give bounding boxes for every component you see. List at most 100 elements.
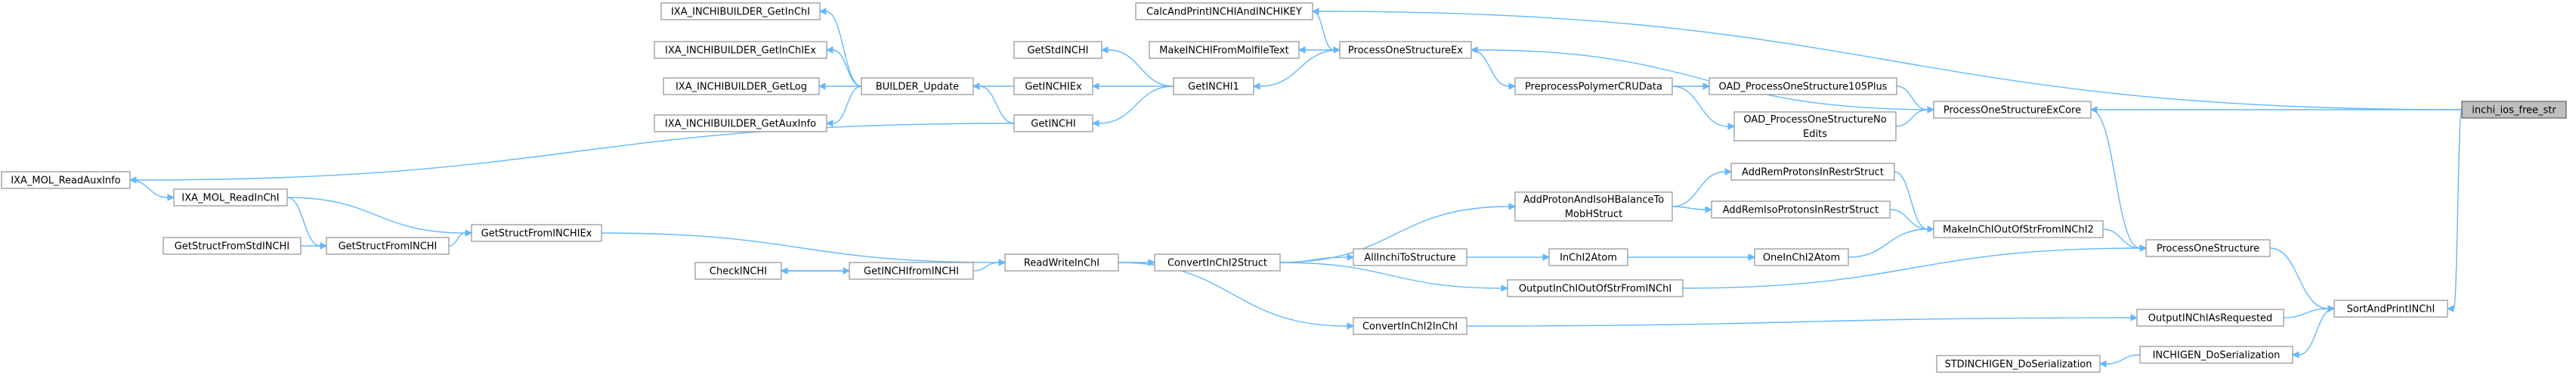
node-getinchi1[interactable]: GetINCHI1 — [1173, 77, 1254, 95]
edge-line — [1671, 206, 1706, 210]
node-processonestructureex[interactable]: ProcessOneStructureEx — [1339, 41, 1472, 59]
node-ixa-inchibuilder-getinchi[interactable]: IXA_INCHIBUILDER_GetInChI — [660, 2, 821, 20]
edge-processonestructureexcore-inchi-ios-free-str — [2089, 106, 2462, 113]
node-makeinchioutofstrfrominchi2[interactable]: MakeInChIOutOfStrFromINChI2 — [1933, 220, 2104, 238]
node-addremisoprotonsinrestrstruct[interactable]: AddRemIsoProtonsInRestrStruct — [1711, 200, 1891, 219]
node-addremprotonsinrestrstruct[interactable]: AddRemProtonsInRestrStruct — [1730, 163, 1895, 181]
node-readwriteinchi[interactable]: ReadWriteInChI — [1004, 253, 1119, 272]
arrowhead-icon — [2130, 314, 2138, 322]
edge-processonestructure-outputinchioutofstrfrominchi — [1682, 244, 2148, 289]
node-ixa-inchibuilder-getlog[interactable]: IXA_INCHIBUILDER_GetLog — [663, 77, 820, 95]
node-getinchifrominchi[interactable]: GetINCHIfromINCHI — [849, 262, 974, 280]
arrowhead-icon — [1252, 82, 1260, 90]
edge-layer — [128, 8, 2463, 368]
node-ixa-mol-readinchi[interactable]: IXA_MOL_ReadInChI — [173, 188, 288, 207]
node-label: OAD_ProcessOneStructureNo — [1743, 114, 1886, 126]
edge-line — [1318, 11, 2463, 110]
node-processonestructureexcore[interactable]: ProcessOneStructureExCore — [1933, 101, 2092, 119]
node-stdinchigen-doserialization[interactable]: STDINCHIGEN_DoSerialization — [1936, 355, 2101, 373]
edge-line — [1279, 206, 1510, 263]
node-box — [1936, 355, 2101, 373]
node-ixa-inchibuilder-getinchiex[interactable]: IXA_INCHIBUILDER_GetInChIEx — [654, 41, 827, 59]
node-box — [2333, 300, 2448, 318]
node-getstdinchi[interactable]: GetStdINCHI — [1013, 41, 1102, 59]
node-label: IXA_MOL_ReadAuxInfo — [11, 176, 120, 187]
edge-line — [2090, 109, 2141, 249]
node-calcandprintinchiandinchikey[interactable]: CalcAndPrintINCHIAndINCHIKEY — [1135, 2, 1313, 20]
node-label: InChI2Atom — [1560, 253, 1617, 264]
node-getstructfromstdinchi[interactable]: GetStructFromStdINCHI — [162, 237, 302, 255]
node-label: inchi_ios_free_str — [2472, 105, 2556, 116]
arrowhead-icon — [167, 194, 175, 201]
node-oneinchi2atom[interactable]: OneInChI2Atom — [1754, 248, 1849, 266]
node-allinchitostructure[interactable]: AllInchiToStructure — [1353, 248, 1467, 266]
edge-ixa-inchibuilder-getlog-builder-update — [818, 82, 861, 90]
node-ixa-inchibuilder-getauxinfo[interactable]: IXA_INCHIBUILDER_GetAuxInfo — [654, 114, 827, 132]
node-inchi2atom[interactable]: InChI2Atom — [1548, 248, 1628, 266]
edge-checkinchi-getinchifrominchi — [780, 267, 849, 275]
arrowhead-icon — [1501, 284, 1509, 292]
node-label: CheckINCHI — [710, 266, 767, 278]
node-box — [654, 41, 827, 59]
node-convertinchi2struct[interactable]: ConvertInChI2Struct — [1154, 253, 1281, 272]
node-label: AddRemProtonsInRestrStruct — [1742, 167, 1884, 179]
node-label: MobHStruct — [1565, 209, 1622, 220]
node-label: ReadWriteInChI — [1024, 258, 1099, 269]
arrowhead-icon — [1347, 322, 1355, 330]
edge-convertinchi2inchi-readwriteinchi — [1118, 262, 1355, 330]
node-checkinchi[interactable]: CheckINCHI — [694, 262, 782, 280]
edge-line — [1889, 209, 1928, 230]
node-getstructfrominchiex[interactable]: GetStructFromINCHIEx — [471, 224, 602, 242]
node-box — [173, 188, 288, 207]
node-label: AddRemIsoProtonsInRestrStruct — [1723, 205, 1879, 216]
node-inchigen-doserialization[interactable]: INCHIGEN_DoSerialization — [2139, 346, 2293, 364]
edge-ixa-inchibuilder-getinchi-builder-update — [818, 8, 862, 87]
node-outputinchioutofstrfrominchi[interactable]: OutputInChIOutOfStrFromINChI — [1507, 279, 1684, 297]
node-convertinchi2inchi[interactable]: ConvertInChI2InChI — [1353, 317, 1467, 335]
edge-line — [1470, 49, 1510, 87]
edge-oad-processonestructurenoedits-preprocesspolymercrudata — [1671, 85, 1736, 130]
node-outputinchiasrequested[interactable]: OutputINChIAsRequested — [2136, 309, 2284, 327]
node-makeinchifrommolfiletext[interactable]: MakeINCHIFromMolfileText — [1149, 41, 1300, 59]
edge-line — [2298, 308, 2335, 356]
node-box — [2461, 101, 2567, 119]
node-label: AllInchiToStructure — [1364, 253, 1455, 264]
edge-line — [1848, 228, 1928, 258]
arrowhead-icon — [1091, 120, 1099, 127]
arrowhead-icon — [780, 267, 788, 275]
node-ixa-mol-readauxinfo[interactable]: IXA_MOL_ReadAuxInfo — [1, 171, 131, 189]
arrowhead-icon — [1927, 225, 1935, 233]
node-getinchi[interactable]: GetINCHI — [1013, 114, 1093, 132]
node-label: OneInChI2Atom — [1763, 253, 1840, 264]
edge-addremisoprotonsinrestrstruct-addprotonandisohbalancetomobhstruct — [1671, 206, 1713, 213]
edge-ixa-mol-readauxinfo-getinchi — [128, 123, 1015, 184]
edge-ixa-inchibuilder-getauxinfo-builder-update — [825, 85, 862, 127]
node-label: GetStdINCHI — [1027, 45, 1088, 57]
edge-line — [2283, 308, 2329, 318]
edge-readwriteinchi-getstructfrominchiex — [601, 232, 1007, 266]
node-builder-update[interactable]: BUILDER_Update — [861, 77, 974, 95]
node-preprocesspolymercrudata[interactable]: PreprocessPolymerCRUData — [1514, 77, 1673, 95]
node-box — [1, 171, 131, 189]
node-box — [663, 77, 820, 95]
node-oad-processonestructure105plus[interactable]: OAD_ProcessOneStructure105Plus — [1709, 77, 1897, 95]
node-inchi-ios-free-str[interactable]: inchi_ios_free_str — [2461, 101, 2567, 119]
edge-line — [1671, 171, 1726, 207]
node-getinchiex[interactable]: GetINCHIEx — [1013, 77, 1093, 95]
arrowhead-icon — [2291, 351, 2299, 359]
node-label: GetINCHI — [1031, 119, 1075, 130]
node-label: PreprocessPolymerCRUData — [1525, 82, 1662, 93]
node-box — [1004, 253, 1119, 272]
arrowhead-icon — [818, 82, 826, 90]
node-box — [1507, 279, 1684, 297]
edge-outputinchioutofstrfrominchi-convertinchi2struct — [1279, 262, 1509, 292]
node-getstructfrominchi[interactable]: GetStructFromINCHI — [326, 237, 450, 255]
node-processonestructure[interactable]: ProcessOneStructure — [2145, 239, 2271, 257]
node-label: IXA_INCHIBUILDER_GetInChI — [671, 7, 810, 18]
edge-line — [1896, 85, 1928, 110]
node-sortandprintinchi[interactable]: SortAndPrintINChI — [2333, 300, 2448, 318]
arrowhead-icon — [1347, 253, 1355, 261]
